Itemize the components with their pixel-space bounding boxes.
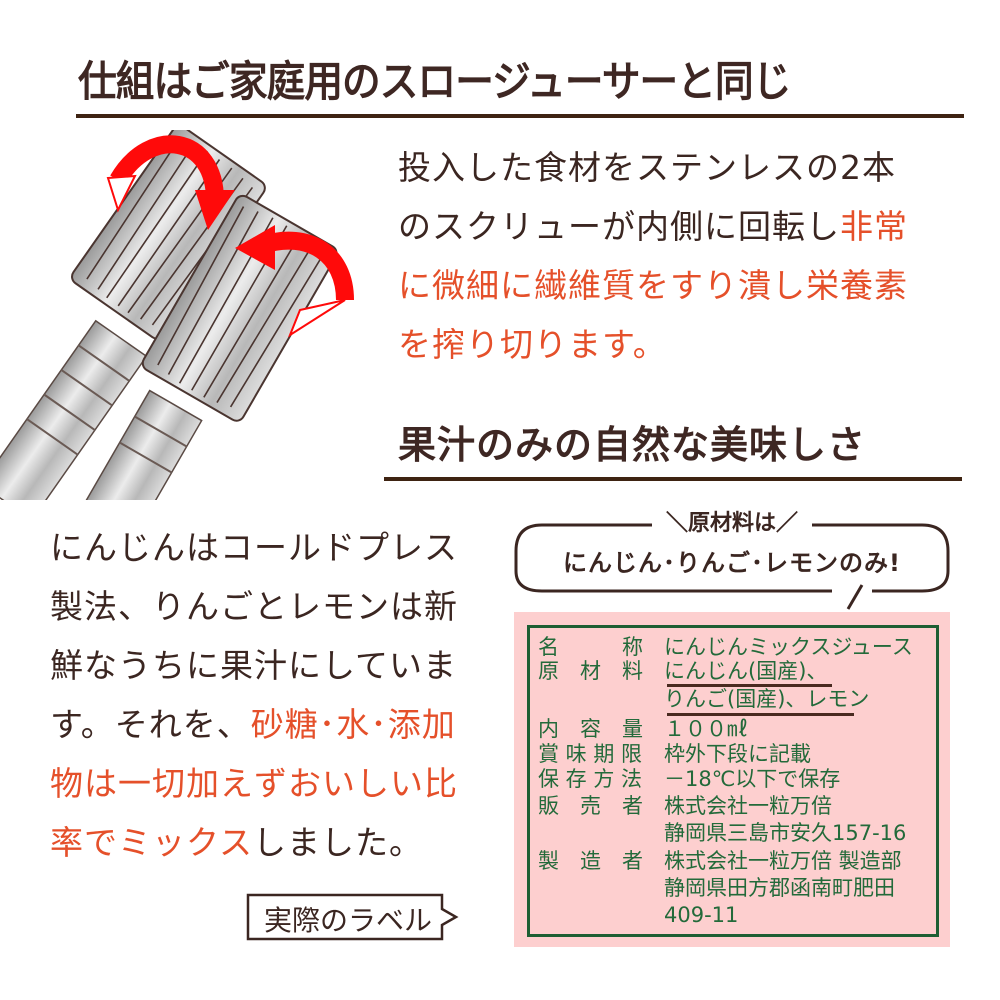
ingredient-underline bbox=[667, 684, 832, 687]
label-key: 保 存 方 法 bbox=[538, 767, 643, 791]
label-value: にんじん(国産)、 bbox=[664, 659, 828, 683]
mechanism-description: 投入した食材をステンレスの2本 のスクリューが内側に回転し非常 に微細に繊維質を… bbox=[398, 138, 908, 374]
highlight-span: 物は一切加えずおいしい比 bbox=[50, 764, 458, 803]
highlight-span: に微細に繊維質をすり潰し栄養素 bbox=[398, 266, 908, 305]
label-row-seller-address: 静岡県三島市安久157-16 bbox=[538, 822, 906, 844]
label-key: 内 容 量 bbox=[538, 717, 643, 741]
text-span: 製法、りんごとレモンは新 bbox=[50, 587, 458, 626]
label-row-ingredients-cont: りんご(国産)、レモン bbox=[538, 688, 869, 710]
twin-screw-illustration bbox=[0, 125, 380, 561]
label-key: 名 称 bbox=[538, 635, 643, 659]
paragraph-line: 率でミックスしました。 bbox=[50, 813, 458, 872]
label-key: 原 材 料 bbox=[538, 659, 643, 683]
product-label bbox=[514, 612, 950, 947]
paragraph-line: を搾り切ります。 bbox=[398, 315, 908, 374]
label-value: 株式会社一粒万倍 製造部 bbox=[664, 849, 902, 873]
highlight-span: 非常 bbox=[840, 207, 908, 246]
product-label-frame bbox=[527, 625, 939, 937]
highlight-span: を搾り切ります。 bbox=[398, 325, 667, 364]
paragraph-line: す。それを、砂糖･水･添加 bbox=[50, 695, 458, 754]
tag-text: 実際のラベル bbox=[264, 904, 433, 937]
ingredients-speech-bubble: ＼原材料は／ にんじん･りんご･レモンのみ! bbox=[512, 505, 952, 625]
label-row-storage: 保 存 方 法 －18℃以下で保存 bbox=[538, 768, 840, 790]
label-value: りんご(国産)、レモン bbox=[664, 687, 870, 711]
label-key: 賞 味 期 限 bbox=[538, 742, 643, 766]
label-row-volume: 内 容 量 １００㎖ bbox=[538, 718, 748, 740]
paragraph-line: にんじんはコールドプレス bbox=[50, 518, 458, 577]
section-title-mechanism: 仕組はご家庭用のスロージューサーと同じ bbox=[78, 57, 791, 106]
title-underline bbox=[76, 114, 964, 118]
highlight-span: 砂糖･水･添加 bbox=[250, 705, 456, 744]
screw-illustration-svg bbox=[0, 125, 354, 561]
bubble-text: にんじん･りんご･レモンのみ! bbox=[563, 549, 901, 577]
label-row-name: 名 称にんじんミックスジュース bbox=[538, 636, 913, 658]
title-underline bbox=[384, 477, 962, 481]
label-row-manufacturer: 製 造 者株式会社一粒万倍 製造部 bbox=[538, 850, 902, 872]
paragraph-line: 鮮なうちに果汁にしていま bbox=[50, 636, 458, 695]
paragraph-line: に微細に繊維質をすり潰し栄養素 bbox=[398, 256, 908, 315]
label-row-manufacturer-address: 静岡県田方郡函南町肥田 bbox=[538, 877, 895, 899]
label-row-seller: 販 売 者株式会社一粒万倍 bbox=[538, 795, 832, 817]
paragraph-line: 製法、りんごとレモンは新 bbox=[50, 577, 458, 636]
label-value: －18℃以下で保存 bbox=[664, 767, 841, 791]
label-value: にんじんミックスジュース bbox=[664, 635, 913, 659]
actual-label-tag: 実際のラベル bbox=[246, 893, 470, 941]
label-row-manufacturer-address-cont: 409-11 bbox=[538, 904, 738, 926]
natural-taste-description: にんじんはコールドプレス 製法、りんごとレモンは新 鮮なうちに果汁にしていま す… bbox=[50, 518, 458, 872]
text-span: 鮮なうちに果汁にしていま bbox=[50, 646, 458, 685]
highlight-span: 率でミックス bbox=[50, 823, 254, 862]
tag-outline bbox=[246, 893, 459, 941]
text-span: す。それを、 bbox=[50, 705, 251, 744]
paragraph-line: のスクリューが内側に回転し非常 bbox=[398, 197, 908, 256]
text-span: のスクリューが内側に回転し bbox=[398, 207, 840, 246]
text-span: しました。 bbox=[253, 823, 424, 862]
label-row-best-before: 賞 味 期 限枠外下段に記載 bbox=[538, 743, 811, 765]
label-value: 静岡県田方郡函南町肥田 bbox=[664, 876, 895, 900]
text-span: にんじんはコールドプレス bbox=[50, 528, 458, 567]
ingredient-underline bbox=[667, 713, 854, 716]
label-row-ingredients: 原 材 料にんじん(国産)、 bbox=[538, 660, 827, 682]
section-title-natural-taste: 果汁のみの自然な美味しさ bbox=[398, 423, 867, 467]
bubble-outline bbox=[514, 523, 950, 610]
label-value: 409-11 bbox=[664, 903, 739, 927]
paragraph-line: 物は一切加えずおいしい比 bbox=[50, 754, 458, 813]
text-span: 投入した食材をステンレスの2本 bbox=[398, 148, 896, 187]
label-value: １００㎖ bbox=[664, 717, 748, 741]
label-value: 静岡県三島市安久157-16 bbox=[664, 821, 907, 845]
paragraph-line: 投入した食材をステンレスの2本 bbox=[398, 138, 908, 197]
label-key: 製 造 者 bbox=[538, 849, 643, 873]
label-value: 枠外下段に記載 bbox=[664, 742, 811, 766]
label-key: 販 売 者 bbox=[538, 794, 643, 818]
bubble-title: ＼原材料は／ bbox=[665, 511, 798, 536]
label-value: 株式会社一粒万倍 bbox=[664, 794, 832, 818]
